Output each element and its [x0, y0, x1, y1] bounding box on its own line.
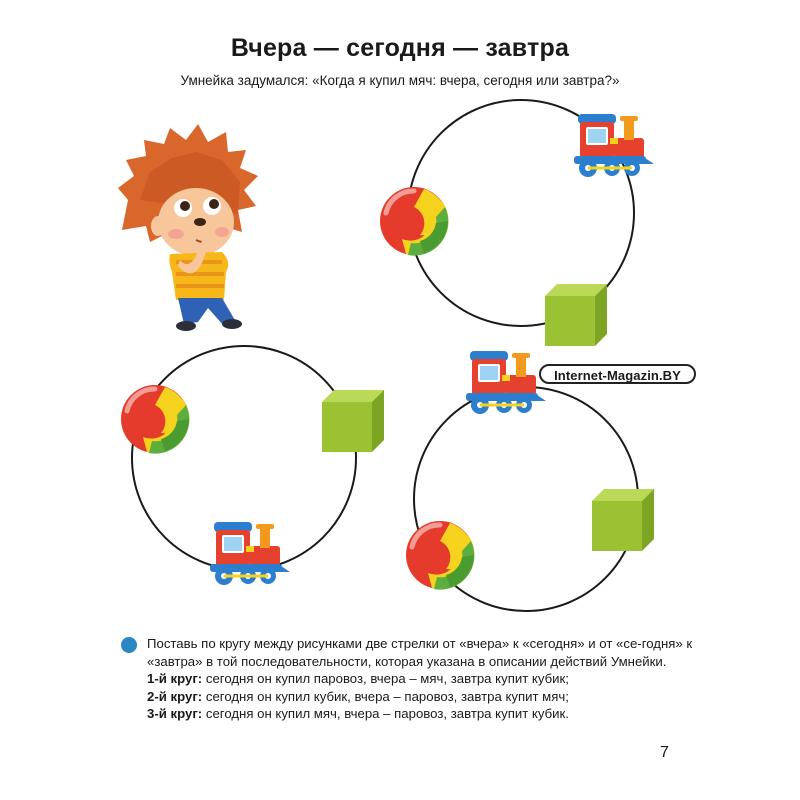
- toy-train-icon: [464, 349, 548, 416]
- page-number: 7: [660, 744, 669, 761]
- cube-icon: [545, 284, 607, 346]
- task-row-text: сегодня он купил кубик, вчера – паровоз,…: [202, 688, 569, 704]
- cube-icon: [322, 390, 384, 452]
- task-row-3: 3-й круг: сегодня он купил мяч, вчера – …: [147, 705, 707, 723]
- task-row-label: 1-й круг:: [147, 671, 203, 687]
- toy-train-icon: [572, 112, 656, 179]
- cube-icon: [592, 489, 654, 551]
- watermark-logo: Internet-Magazin.BY: [539, 364, 696, 384]
- circle-1-group: [380, 99, 656, 346]
- task-row-text: сегодня он купил мяч, вчера – паровоз, з…: [202, 706, 569, 722]
- toy-train-icon: [208, 520, 292, 587]
- task-instruction: Поставь по кругу между рисунками две стр…: [147, 636, 693, 669]
- task-block: Поставь по кругу между рисунками две стр…: [147, 635, 707, 723]
- task-row-label: 3-й круг:: [147, 706, 203, 722]
- task-row-label: 2-й круг:: [147, 688, 203, 704]
- ball-icon: [380, 187, 449, 256]
- ball-icon: [406, 521, 475, 590]
- ball-icon: [121, 385, 190, 454]
- page-title: Вчера — сегодня — завтра: [230, 34, 570, 62]
- circle-3-group: [406, 349, 654, 612]
- task-bullet-icon: [121, 637, 137, 653]
- task-row-text: сегодня он купил паровоз, вчера – мяч, з…: [202, 671, 569, 687]
- circle-2-group: [121, 345, 384, 587]
- page-subtitle: Умнейка задумался: «Когда я купил мяч: в…: [180, 73, 620, 88]
- hedgehog-boy-thinking-icon: [118, 124, 258, 331]
- task-row-2: 2-й круг: сегодня он купил кубик, вчера …: [147, 688, 707, 706]
- task-row-1: 1-й круг: сегодня он купил паровоз, вчер…: [147, 670, 707, 688]
